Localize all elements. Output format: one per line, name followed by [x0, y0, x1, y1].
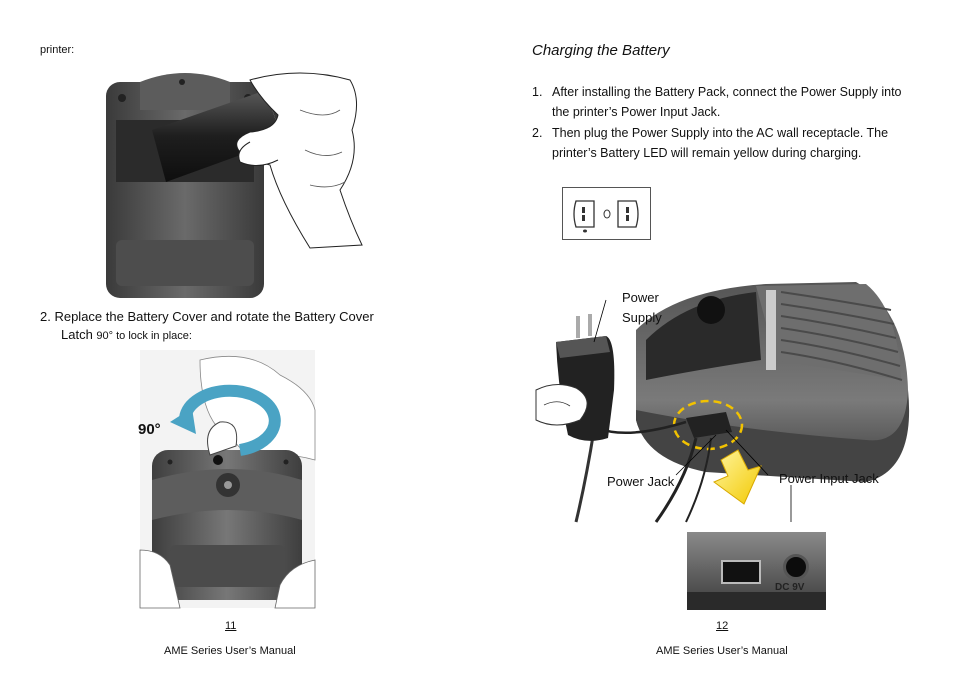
dc-jack-icon — [783, 554, 809, 580]
power-supply-label-2: Supply — [622, 310, 662, 325]
charge-step-1-text: After installing the Battery Pack, conne… — [552, 85, 902, 119]
section-heading: Charging the Battery — [532, 42, 670, 59]
charge-step-1: 1. — [532, 85, 543, 99]
dc-label: DC 9V — [775, 582, 805, 593]
charge-step-2-text: Then plug the Power Supply into the AC w… — [552, 126, 889, 160]
power-jack-label: Power Jack — [607, 474, 675, 489]
rotation-label: 90° — [138, 421, 161, 438]
page-number-right: 12 — [716, 620, 729, 632]
charge-step-2: 2. — [532, 126, 543, 140]
battery-cover-illustration — [139, 350, 316, 609]
battery-insertion-illustration — [106, 72, 363, 298]
power-supply-label-1: Power — [622, 290, 659, 305]
step-2-line-2-start: Latch — [61, 327, 97, 342]
printer-charging-illustration — [535, 282, 910, 523]
footer-right: AME Series User’s Manual — [656, 645, 788, 657]
power-input-jack-closeup: DC 9V — [687, 532, 826, 610]
page-number-left: 11 — [225, 620, 237, 632]
step-2-line-1: 2. Replace the Battery Cover and rotate … — [40, 309, 374, 324]
power-input-jack-label: Power Input Jack — [779, 471, 879, 486]
usb-port-icon — [721, 560, 761, 584]
intro-text: printer: — [40, 44, 75, 56]
wall-outlet-icon — [562, 187, 651, 240]
step-2-line-2-end: 90° to lock in place: — [96, 330, 192, 342]
footer-left: AME Series User’s Manual — [164, 645, 296, 657]
